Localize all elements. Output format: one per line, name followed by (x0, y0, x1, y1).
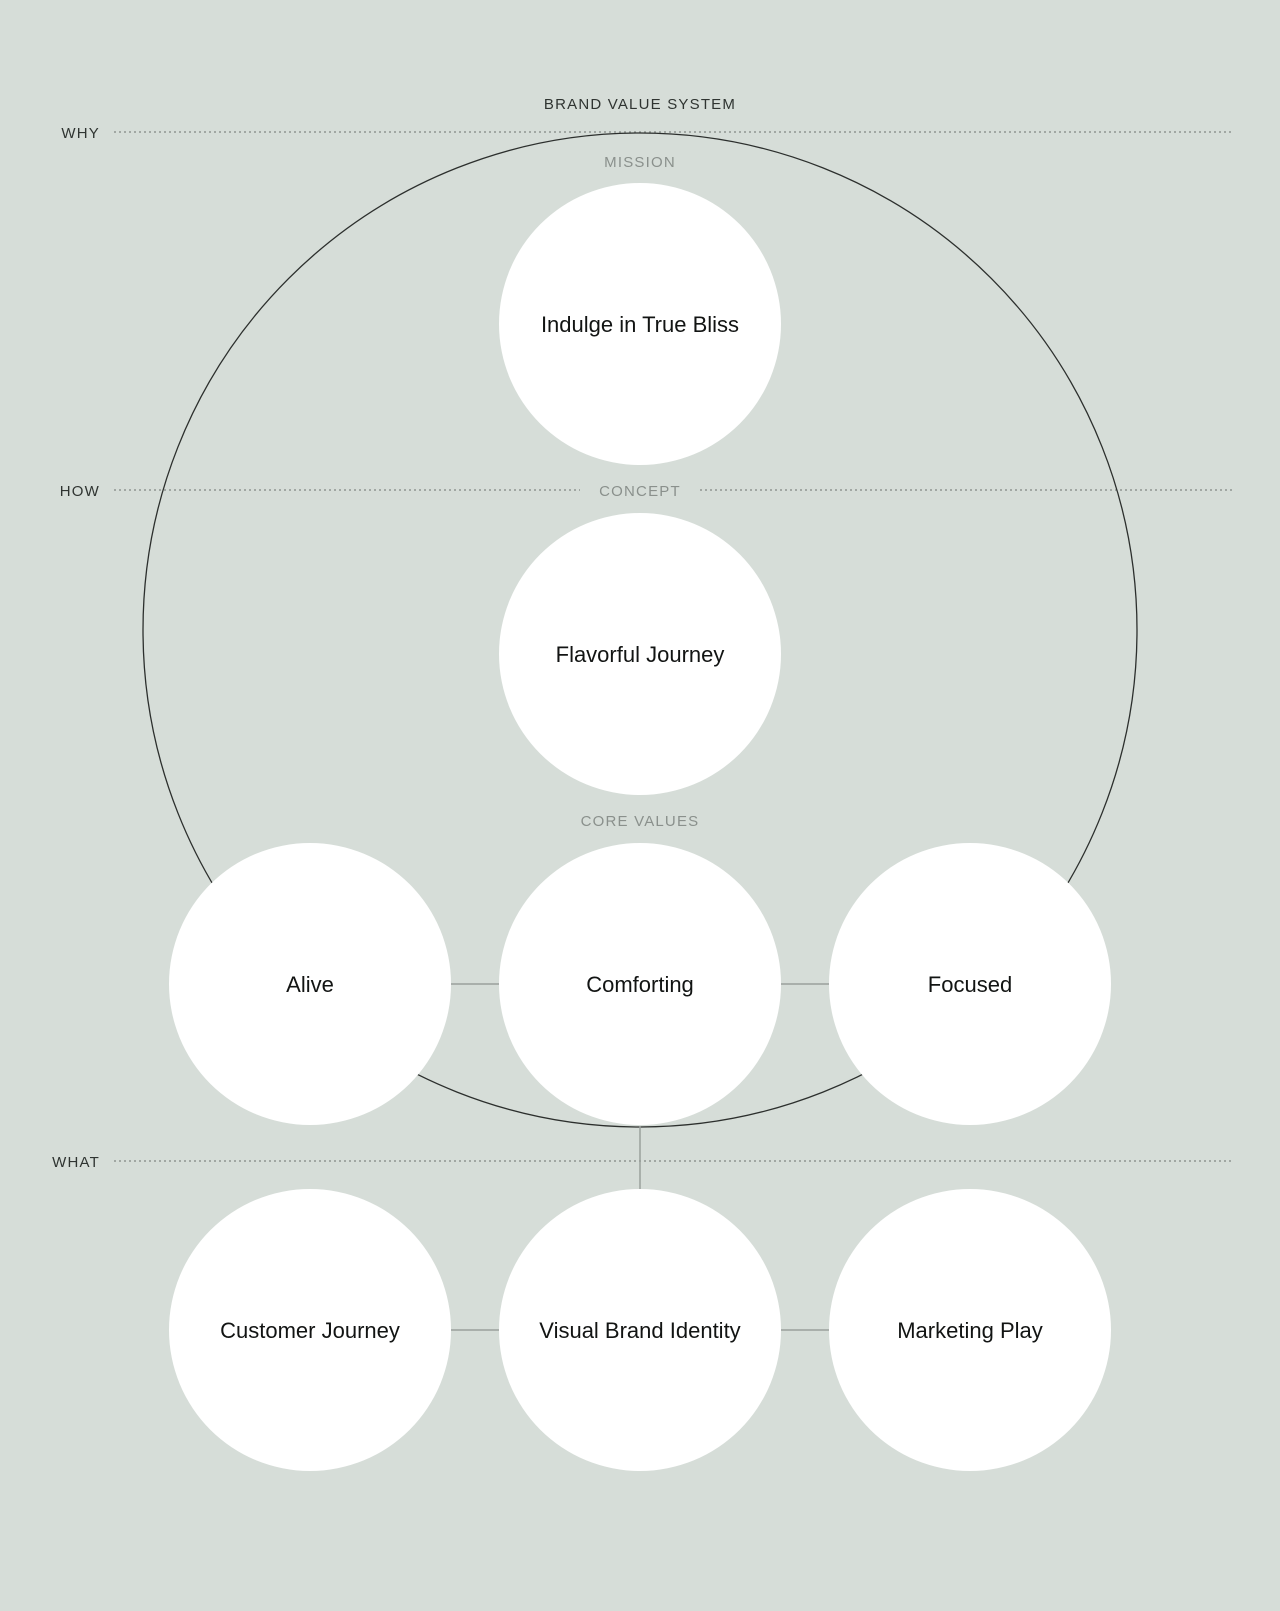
output-circle (169, 1189, 451, 1471)
mission-label: Indulge in True Bliss (541, 312, 739, 337)
output-node-customer-journey: Customer Journey (169, 1189, 451, 1471)
core-value-circle (829, 843, 1111, 1125)
output-circle (829, 1189, 1111, 1471)
output-node-visual-brand-identity: Visual Brand Identity (499, 1189, 781, 1471)
core-value-label: Comforting (586, 972, 694, 997)
level-label-what: WHAT (52, 1154, 100, 1171)
output-circle (499, 1189, 781, 1471)
core-value-circle (169, 843, 451, 1125)
core-value-node-alive: Alive (169, 843, 451, 1125)
section-label-core-values: CORE VALUES (581, 813, 700, 830)
core-value-node-comforting: Comforting (499, 843, 781, 1125)
core-value-node-focused: Focused (829, 843, 1111, 1125)
level-label-how: HOW (60, 483, 100, 500)
core-value-circle (499, 843, 781, 1125)
concept-label: Flavorful Journey (556, 642, 725, 667)
diagram-title: BRAND VALUE SYSTEM (544, 96, 736, 113)
mission-node: Indulge in True Bliss (499, 183, 781, 465)
section-label-concept: CONCEPT (599, 483, 681, 500)
level-label-why: WHY (61, 125, 100, 142)
concept-circle (499, 513, 781, 795)
output-label: Marketing Play (897, 1318, 1043, 1343)
mission-circle (499, 183, 781, 465)
core-value-label: Focused (928, 972, 1012, 997)
core-value-label: Alive (286, 972, 334, 997)
output-node-marketing-play: Marketing Play (829, 1189, 1111, 1471)
output-label: Visual Brand Identity (539, 1318, 740, 1343)
section-label-mission: MISSION (604, 154, 676, 171)
concept-node: Flavorful Journey (499, 513, 781, 795)
output-label: Customer Journey (220, 1318, 400, 1343)
